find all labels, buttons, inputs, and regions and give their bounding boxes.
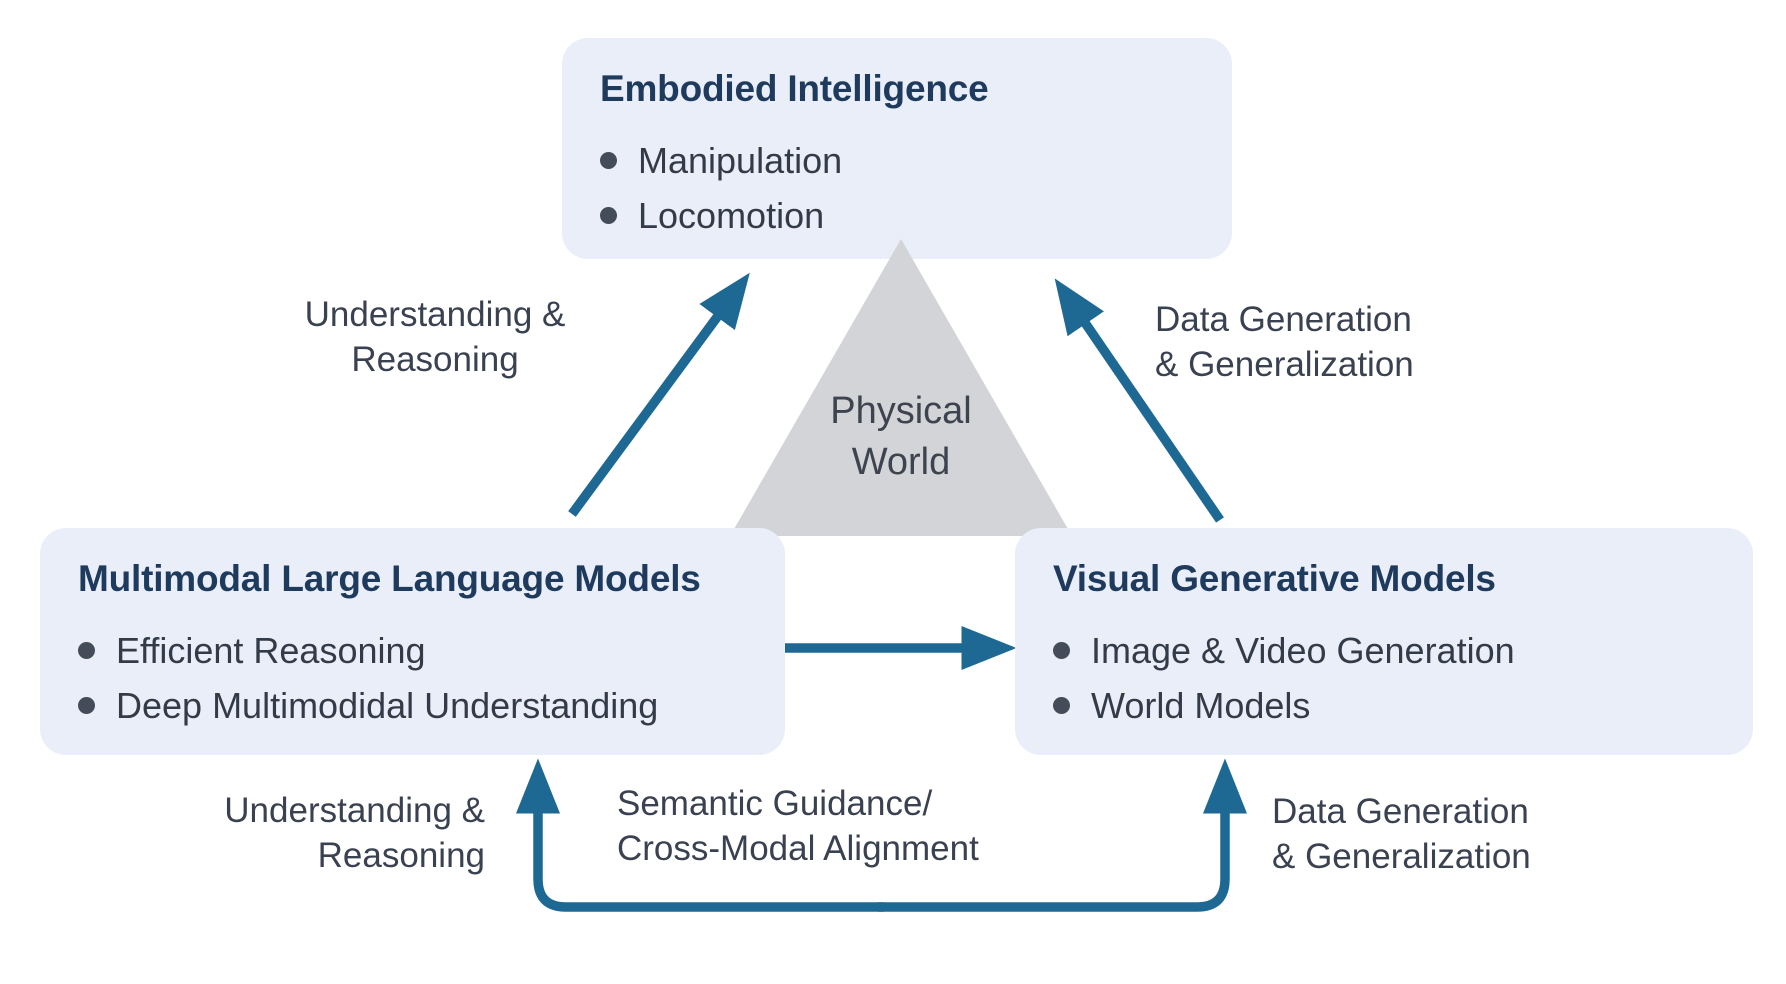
arrow-bottom-connector-to-vgm <box>878 758 1248 912</box>
bullet-list: Efficient Reasoning Deep Multimodidal Un… <box>78 623 749 733</box>
edge-label-data-generation-bottom: Data Generation & Generalization <box>1272 789 1531 879</box>
node-visual-generative: Visual Generative Models Image & Video G… <box>1015 528 1753 755</box>
bullet-item: World Models <box>1053 678 1717 733</box>
bullet-item: Locomotion <box>600 188 1196 243</box>
bullet-text: Locomotion <box>638 194 825 236</box>
edge-label-line2: Cross-Modal Alignment <box>617 829 979 868</box>
edge-label-line1: Data Generation <box>1272 792 1529 831</box>
edge-label-understanding-reasoning-bottom: Understanding & Reasoning <box>140 788 485 878</box>
physical-world-line2: World <box>851 441 951 483</box>
bullet-text: Manipulation <box>638 139 843 181</box>
node-multimodal-llm: Multimodal Large Language Models Efficie… <box>40 528 785 755</box>
bullet-item: Deep Multimodidal Understanding <box>78 678 749 733</box>
edge-label-line2: Reasoning <box>317 836 485 875</box>
bullet-dot-icon <box>1053 642 1070 659</box>
bullet-dot-icon <box>1053 697 1070 714</box>
physical-world-line1: Physical <box>830 390 972 432</box>
edge-label-line1: Semantic Guidance/ <box>617 784 933 823</box>
edge-label-line1: Understanding & <box>304 295 566 334</box>
bullet-list: Image & Video Generation World Models <box>1053 623 1717 733</box>
bullet-dot-icon <box>600 152 617 169</box>
edge-label-data-generation-top: Data Generation & Generalization <box>1155 297 1414 387</box>
edge-label-line1: Understanding & <box>224 791 485 830</box>
bullet-text: Image & Video Generation <box>1091 629 1515 671</box>
node-title: Visual Generative Models <box>1053 558 1496 599</box>
edge-label-line2: & Generalization <box>1155 345 1414 384</box>
arrow-mllm-to-embodied <box>568 272 750 517</box>
bullet-item: Manipulation <box>600 133 1196 188</box>
physical-world-label: Physical World <box>795 386 1007 488</box>
bullet-item: Image & Video Generation <box>1053 623 1717 678</box>
bullet-dot-icon <box>78 697 95 714</box>
edge-label-understanding-reasoning-top: Understanding & Reasoning <box>230 292 640 382</box>
edge-label-line2: Reasoning <box>351 340 519 379</box>
node-embodied-intelligence: Embodied Intelligence Manipulation Locom… <box>562 38 1232 259</box>
bullet-text: Efficient Reasoning <box>116 629 426 671</box>
physical-world-triangle <box>730 239 1072 536</box>
bullet-list: Manipulation Locomotion <box>600 133 1196 243</box>
edge-label-line2: & Generalization <box>1272 837 1531 876</box>
edge-label-semantic-guidance: Semantic Guidance/ Cross-Modal Alignment <box>617 781 979 871</box>
bullet-item: Efficient Reasoning <box>78 623 749 678</box>
bullet-dot-icon <box>78 642 95 659</box>
bullet-dot-icon <box>600 207 617 224</box>
arrow-bottom-connector-to-mllm <box>515 758 884 912</box>
arrow-vgm-to-embodied <box>1054 278 1224 523</box>
bullet-text: Deep Multimodidal Understanding <box>116 684 659 726</box>
node-title: Multimodal Large Language Models <box>78 558 701 599</box>
edge-label-line1: Data Generation <box>1155 300 1412 339</box>
node-title: Embodied Intelligence <box>600 68 989 109</box>
bullet-text: World Models <box>1091 684 1311 726</box>
